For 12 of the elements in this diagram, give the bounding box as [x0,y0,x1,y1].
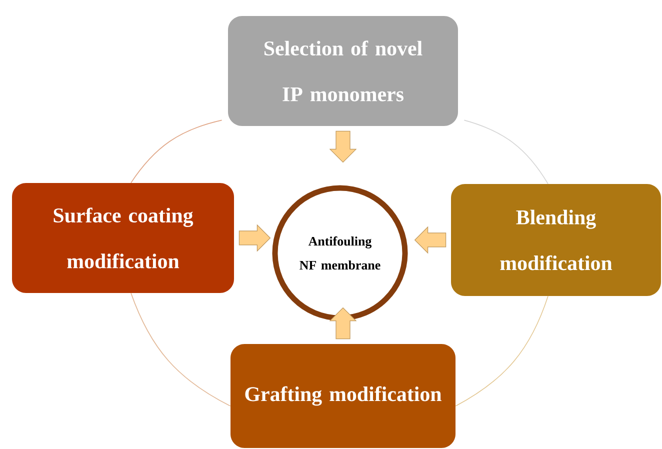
block-arrow [329,307,357,340]
process-box: Blending modification [451,184,661,296]
block-arrow [414,226,446,254]
process-box: Grafting modification [230,344,456,448]
connector-arc [455,296,548,406]
connector-arc [130,120,222,184]
process-box: Selection of novel IP monomers [228,16,458,126]
connector-arc [464,120,548,184]
process-box: Surface coating modification [12,182,234,293]
block-arrow [238,224,271,252]
block-arrow [329,130,357,163]
connector-arc [130,292,231,406]
